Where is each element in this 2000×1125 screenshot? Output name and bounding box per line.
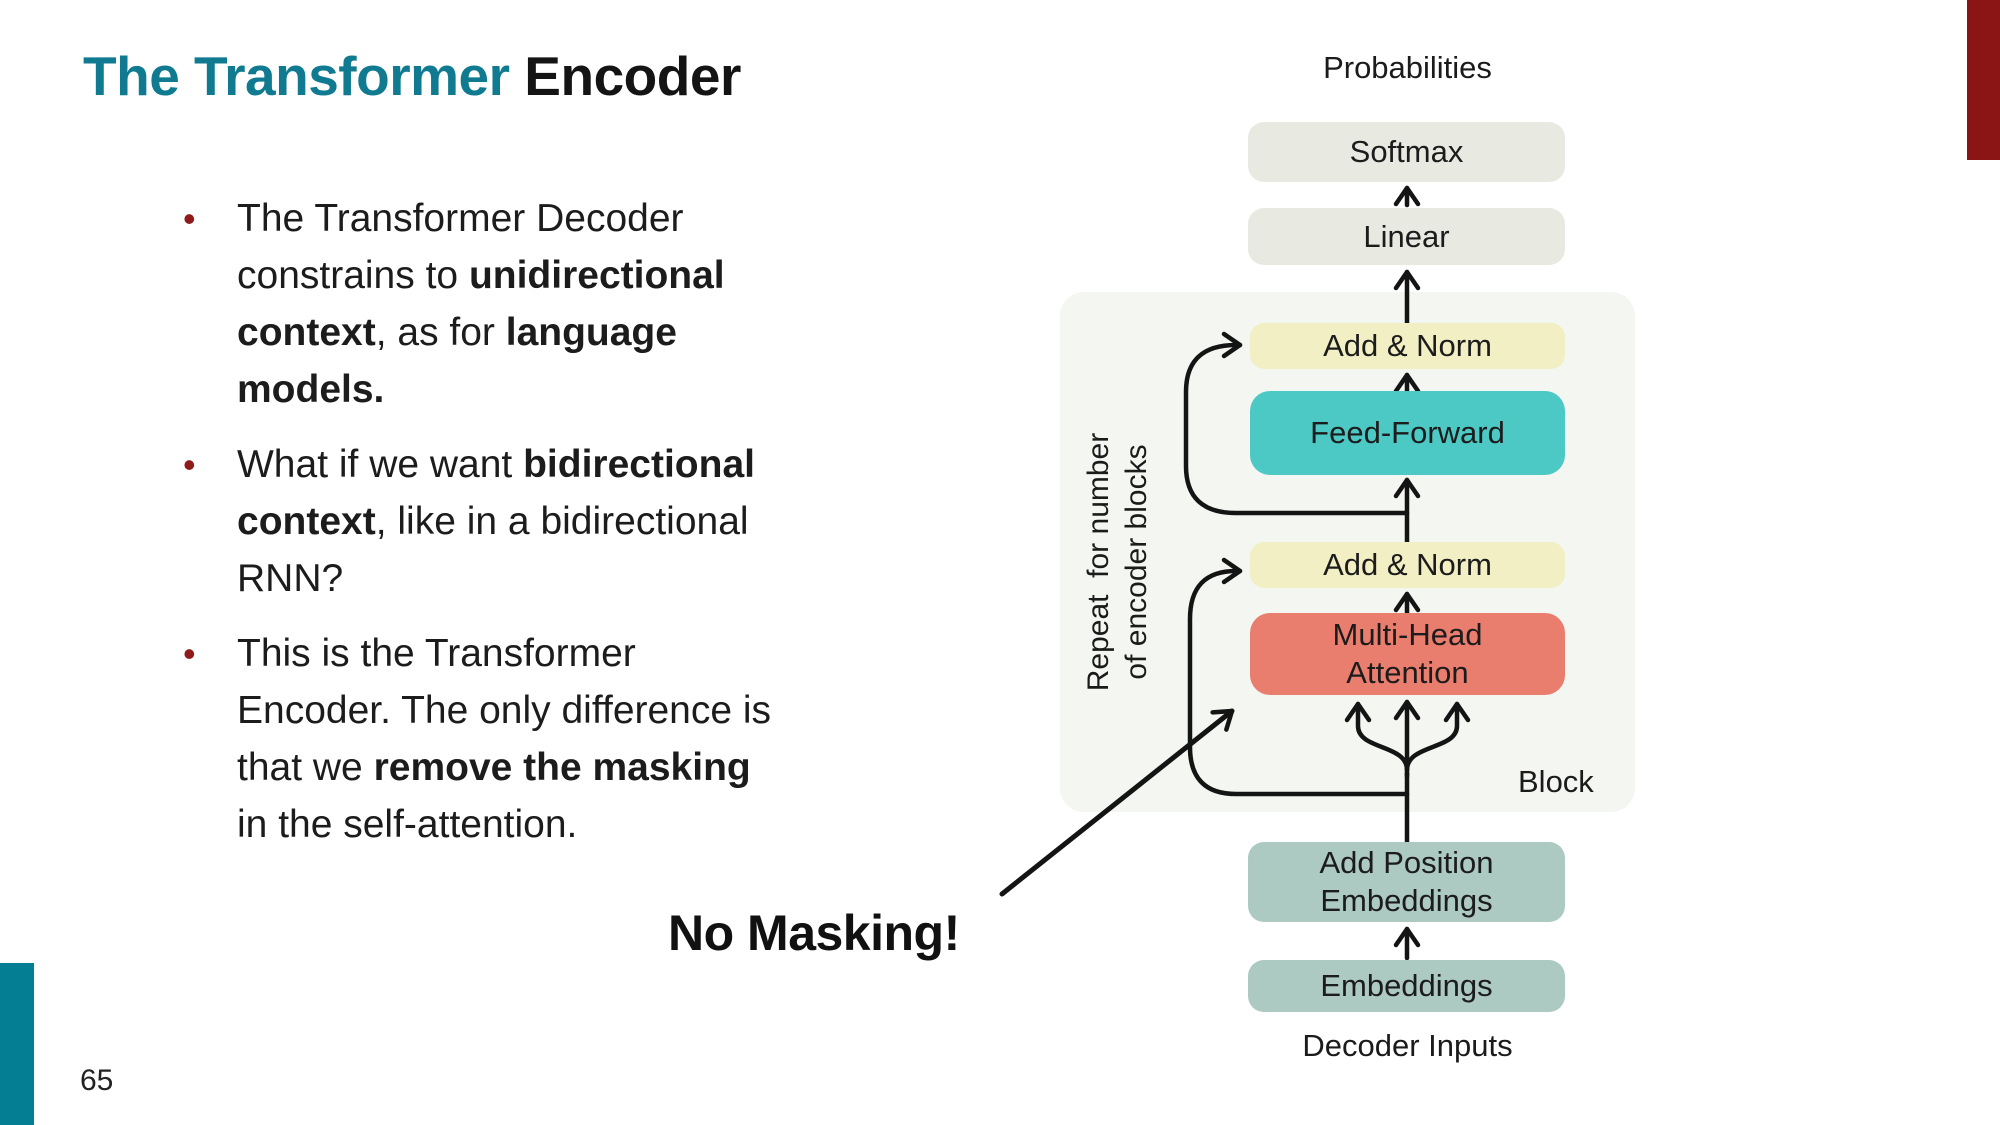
decoder-inputs-label: Decoder Inputs bbox=[1302, 1028, 1513, 1063]
corner-accent-bar bbox=[1967, 0, 2000, 160]
bullet-marker-icon: • bbox=[183, 633, 196, 674]
bullet-item: • This is the Transformer Encoder. The on… bbox=[183, 625, 863, 853]
embeddings-box: Embeddings bbox=[1248, 960, 1565, 1012]
softmax-box: Softmax bbox=[1248, 122, 1565, 182]
bullet-text: This is the Transformer Encoder. The onl… bbox=[237, 632, 772, 846]
add-norm-bottom-box: Add & Norm bbox=[1250, 542, 1565, 588]
page-title: The Transformer Encoder bbox=[83, 44, 741, 108]
multi-head-attention-box: Multi-Head Attention bbox=[1250, 613, 1565, 695]
bullet-text: What if we want bidirectional context, l… bbox=[237, 443, 755, 600]
block-label: Block bbox=[1518, 764, 1594, 799]
bullet-marker-icon: • bbox=[183, 444, 196, 485]
bullet-marker-icon: • bbox=[183, 198, 196, 239]
feed-forward-box: Feed-Forward bbox=[1250, 391, 1565, 475]
add-norm-top-box: Add & Norm bbox=[1250, 323, 1565, 369]
no-masking-annotation: No Masking! bbox=[668, 905, 960, 961]
bullet-item: • What if we want bidirectional context, … bbox=[183, 436, 863, 607]
probabilities-label: Probabilities bbox=[1323, 50, 1492, 85]
page-title-rest: Encoder bbox=[524, 45, 741, 107]
page-title-highlight: The Transformer bbox=[83, 45, 525, 107]
bullet-item: • The Transformer Decoder constrains to u… bbox=[183, 190, 863, 418]
page-number: 65 bbox=[80, 1064, 114, 1097]
bullet-list: • The Transformer Decoder constrains to u… bbox=[183, 190, 863, 871]
add-position-embeddings-box: Add Position Embeddings bbox=[1248, 842, 1565, 922]
bullet-text: The Transformer Decoder constrains to un… bbox=[237, 197, 725, 411]
repeat-encoder-blocks-label: Repeat for number of encoder blocks bbox=[1082, 432, 1153, 692]
bottom-accent-bar bbox=[0, 963, 34, 1125]
linear-box: Linear bbox=[1248, 208, 1565, 265]
